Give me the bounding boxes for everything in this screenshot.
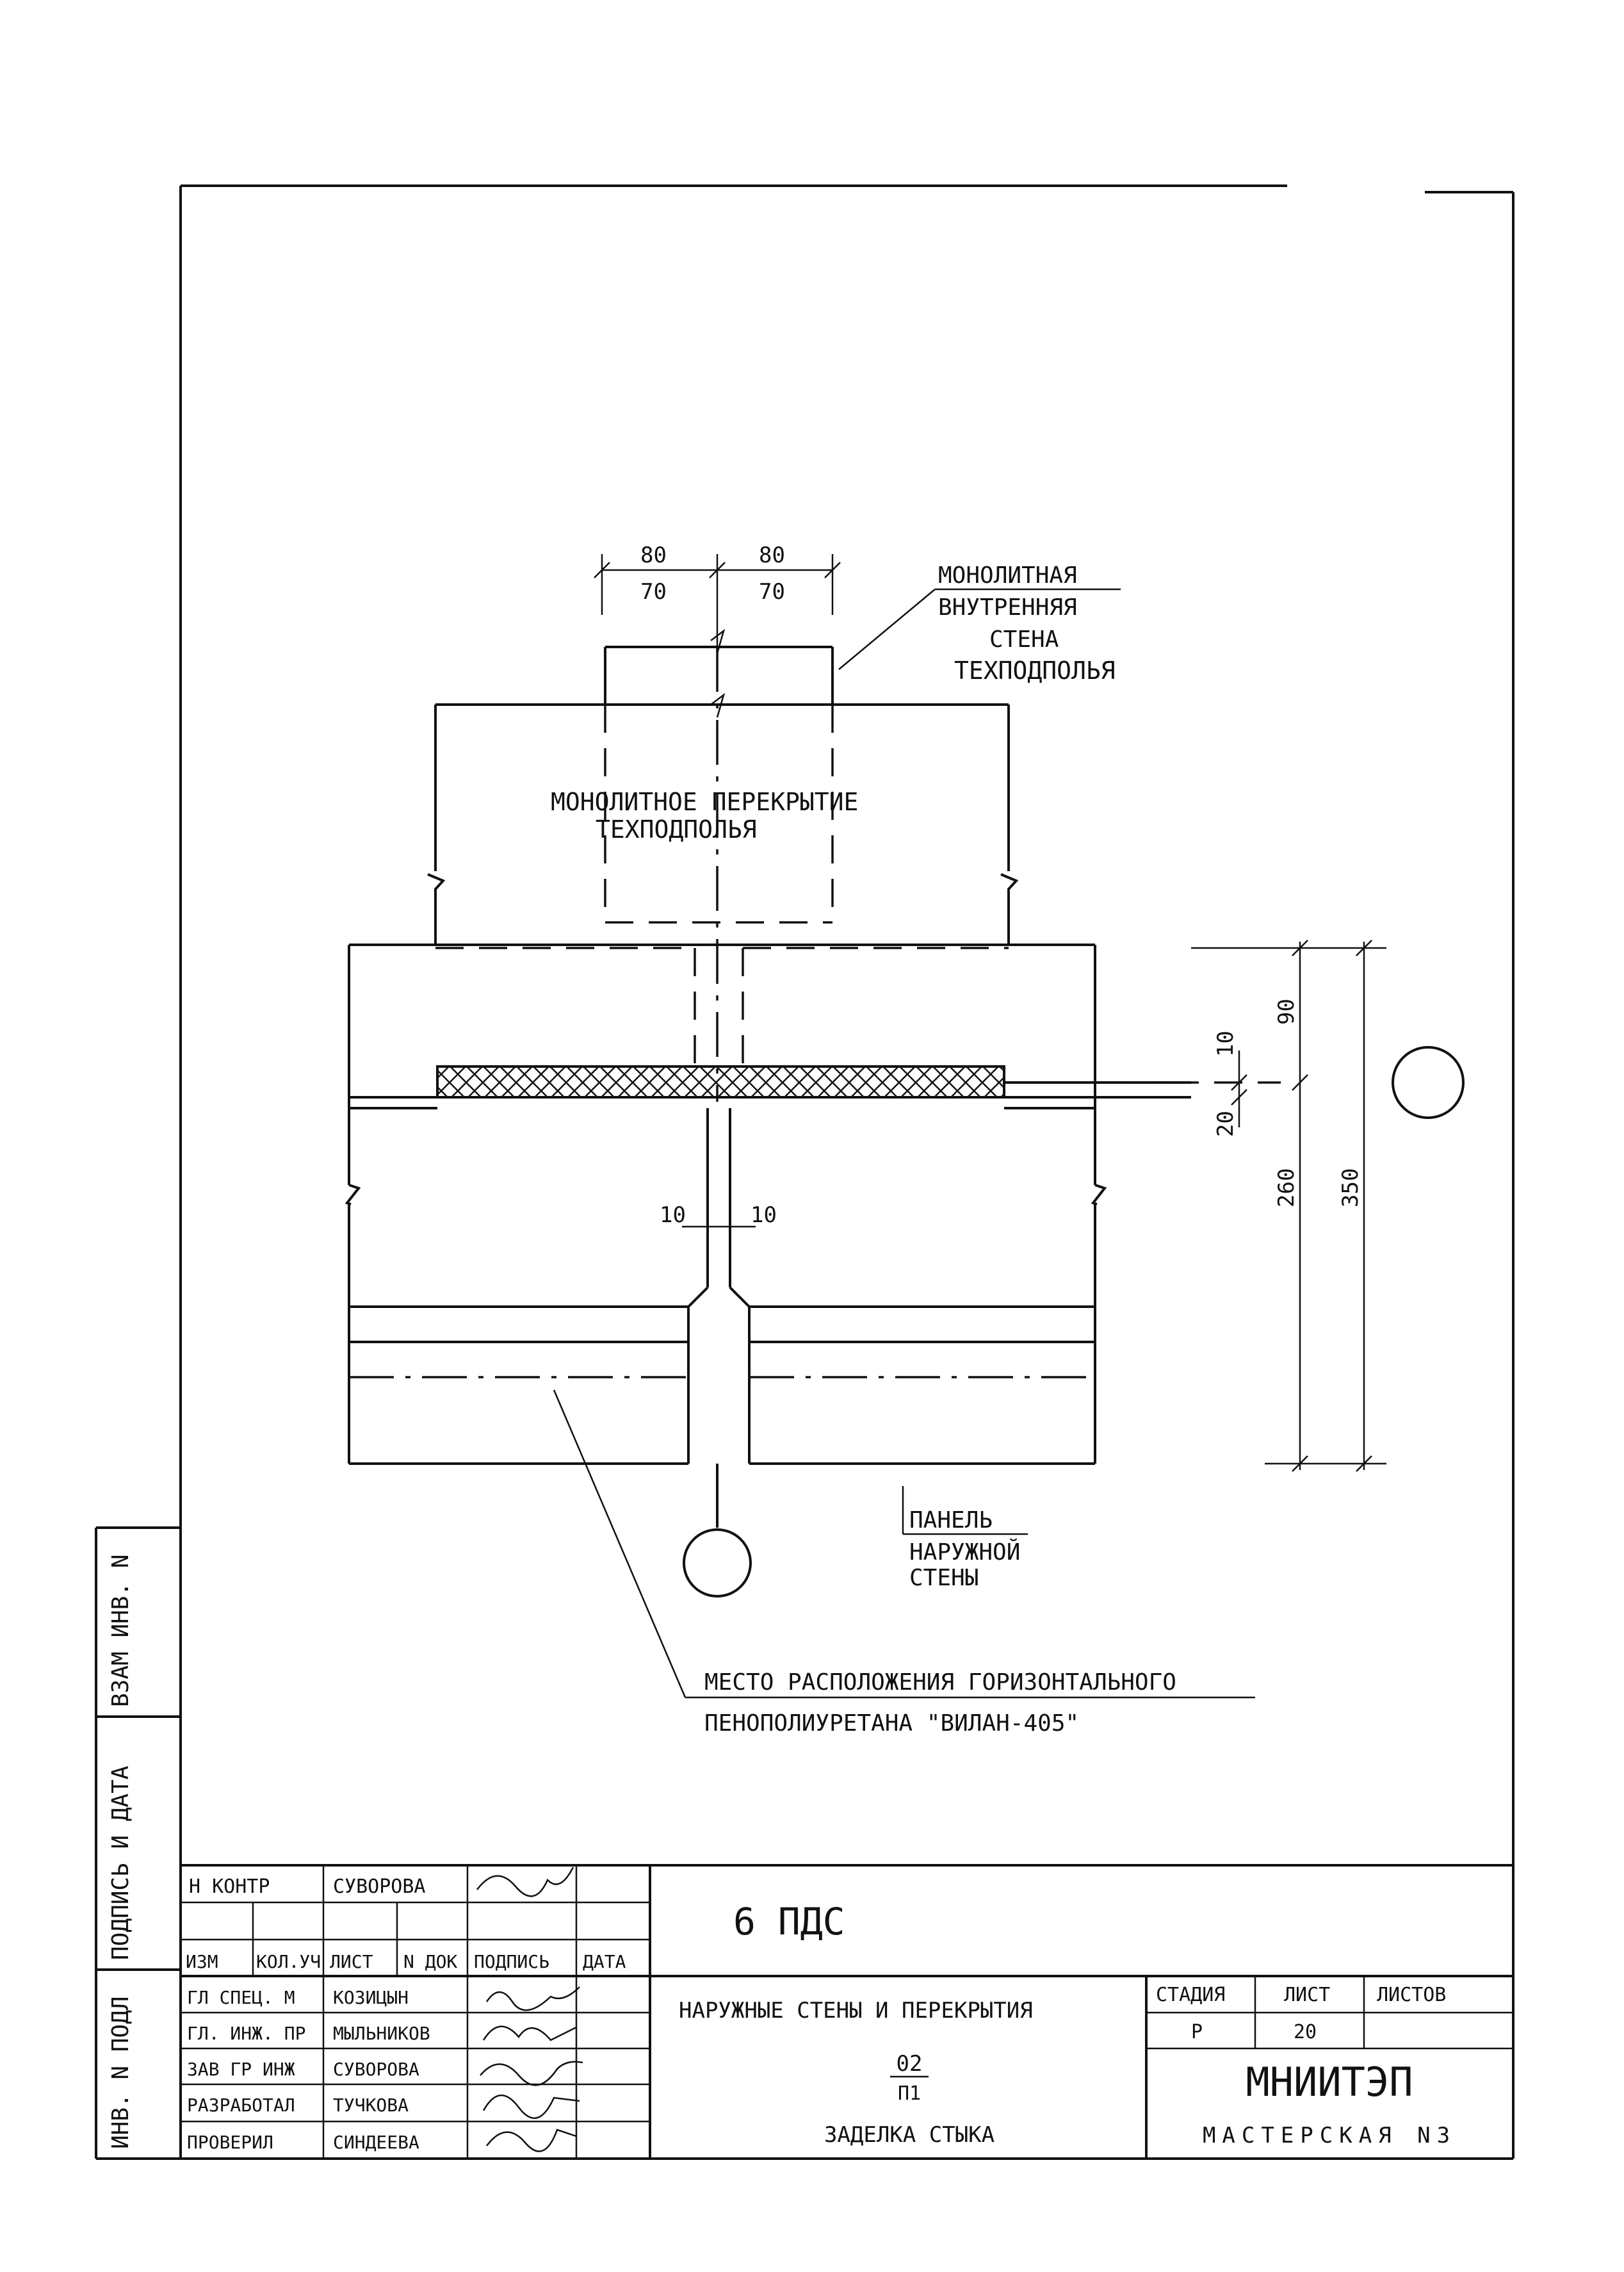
sheet-value: 20 (1294, 2021, 1317, 2043)
role-5: ПРОВЕРИЛ (187, 2132, 273, 2153)
stage-label: СТАДИЯ (1156, 1984, 1225, 2006)
dim-350: 350 (1338, 1168, 1363, 1207)
role-2: ГЛ. ИНЖ. ПР (187, 2023, 305, 2044)
label-panel-3: СТЕНЫ (909, 1565, 978, 1591)
label-foam-1: МЕСТО РАСПОЛОЖЕНИЯ ГОРИЗОНТАЛЬНОГО (704, 1669, 1176, 1696)
label-foam-2: ПЕНОПОЛИУРЕТАНА "ВИЛАН-405" (704, 1710, 1079, 1737)
sheet-frame (95, 184, 1514, 2160)
joint-detail: 80 80 70 70 МОНОЛИТНОЕ ПЕРЕКРЫТИЕ ТЕХПОД… (345, 543, 1465, 1737)
n-kontr-name: СУВОРОВА (333, 1876, 426, 1898)
label-wall-4: ТЕХПОДПОЛЬЯ (954, 657, 1116, 685)
role-1: ГЛ СПЕЦ. М (187, 1987, 295, 2008)
name-1: КОЗИЦЫН (333, 1987, 409, 2008)
dim-joint-right: 10 (751, 1202, 777, 1228)
sheets-label: ЛИСТОВ (1377, 1984, 1446, 2006)
stamp-podpis: ПОДПИСЬ И ДАТА (108, 1765, 134, 1960)
sheet-title: ЗАДЕЛКА СТЫКА (824, 2122, 995, 2148)
name-2: МЫЛЬНИКОВ (333, 2023, 430, 2044)
label-panel-2: НАРУЖНОЙ (909, 1539, 1020, 1565)
project-code: 6 ПДС (733, 1900, 845, 1943)
role-4: РАЗРАБОТАЛ (187, 2095, 295, 2116)
col-kol: КОЛ.УЧ (256, 1951, 321, 1972)
workshop: МАСТЕРСКАЯ N3 (1203, 2123, 1456, 2148)
label-slab-2: ТЕХПОДПОЛЬЯ (596, 815, 757, 844)
stamp-vzam: ВЗАМ ИНВ. N (108, 1555, 134, 1707)
label-slab-1: МОНОЛИТНОЕ ПЕРЕКРЫТИЕ (551, 788, 858, 816)
section-title: НАРУЖНЫЕ СТЕНЫ И ПЕРЕКРЫТИЯ (679, 1998, 1033, 2023)
col-list: ЛИСТ (330, 1951, 373, 1972)
dim-10: 10 (1213, 1031, 1238, 1057)
col-podpis: ПОДПИСЬ (474, 1951, 549, 1972)
stage-value: Р (1191, 2021, 1203, 2043)
dim-top-right: 80 (759, 543, 785, 568)
dim-20: 20 (1213, 1111, 1238, 1137)
dim-top-left-lower: 70 (640, 579, 667, 605)
name-4: ТУЧКОВА (333, 2095, 409, 2116)
role-3: ЗАВ ГР ИНЖ (187, 2059, 295, 2080)
label-panel-1: ПАНЕЛЬ (909, 1507, 993, 1533)
dim-260: 260 (1274, 1168, 1299, 1207)
dim-joint-left: 10 (660, 1202, 686, 1228)
col-ndok: N ДОК (403, 1951, 457, 1972)
col-data: ДАТА (583, 1951, 626, 1972)
org-name: МНИИТЭП (1246, 2059, 1413, 2105)
signature-marks (476, 1867, 583, 2152)
label-wall-2: ВНУТРЕННЯЯ (938, 594, 1077, 621)
code-den: П1 (898, 2082, 921, 2105)
dim-90: 90 (1274, 999, 1299, 1025)
name-3: СУВОРОВА (333, 2059, 419, 2080)
col-izm: ИЗМ (186, 1951, 218, 1972)
code-num: 02 (897, 2051, 923, 2077)
title-block: Н КОНТР СУВОРОВА ИЗМ КОЛ.УЧ ЛИСТ N ДОК П… (181, 1864, 1513, 2159)
sheet-label: ЛИСТ (1284, 1984, 1330, 2006)
dim-top-right-lower: 70 (759, 579, 785, 605)
label-wall-1: МОНОЛИТНАЯ (938, 562, 1077, 589)
n-kontr-label: Н КОНТР (189, 1876, 270, 1898)
stamp-inv: ИНВ. N ПОДЛ (108, 1997, 134, 2149)
dim-top-left: 80 (640, 543, 667, 568)
name-5: СИНДЕЕВА (333, 2132, 419, 2153)
label-wall-3: СТЕНА (989, 626, 1059, 653)
